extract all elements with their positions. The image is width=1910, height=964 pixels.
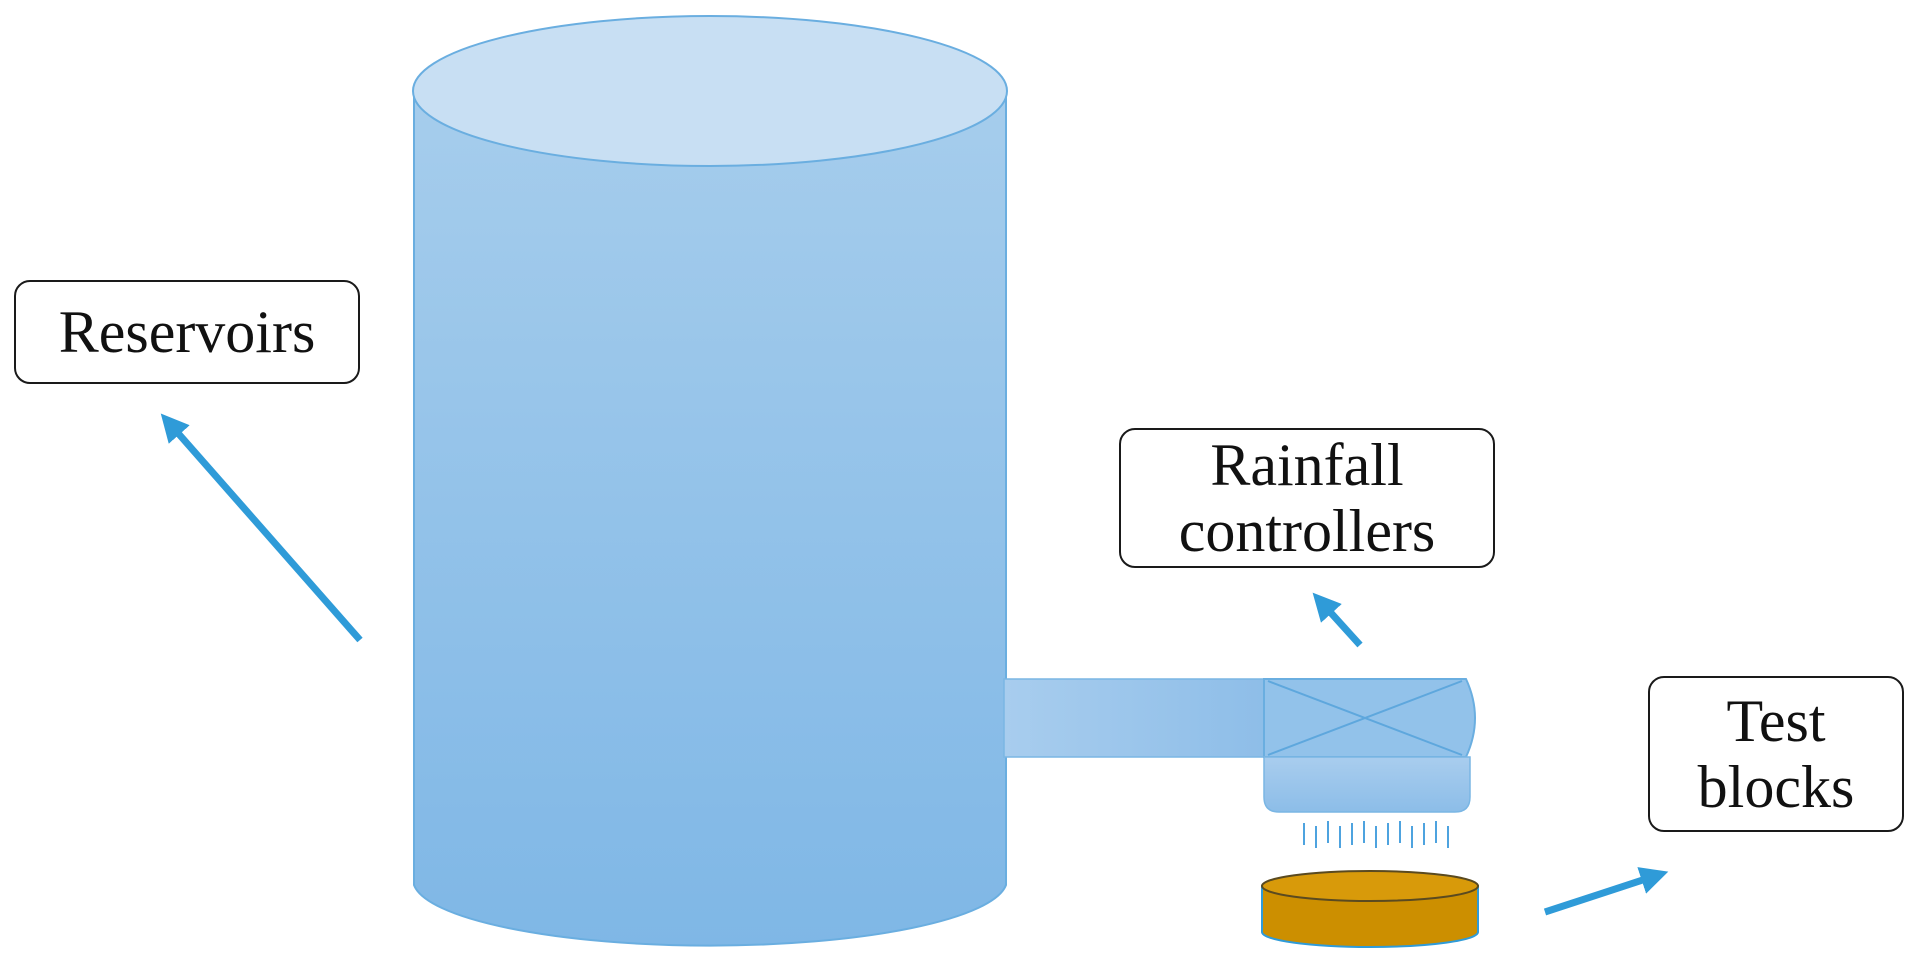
rainfall-controller-valve xyxy=(1263,678,1476,758)
reservoirs-label-text: Reservoirs xyxy=(58,299,316,365)
reservoirs-arrow xyxy=(160,413,363,643)
sprinkler-head xyxy=(1263,756,1471,813)
reservoirs-label: Reservoirs xyxy=(14,280,360,384)
rainfall-label-line2: controllers xyxy=(1178,498,1436,564)
test-block xyxy=(1261,870,1479,948)
rainfall-controllers-arrow xyxy=(1312,592,1363,648)
tank-body xyxy=(413,89,1007,947)
rainfall-controllers-label: Rainfall controllers xyxy=(1119,428,1495,568)
test-blocks-arrow xyxy=(1543,867,1669,916)
test-label-line1: Test xyxy=(1726,688,1826,754)
supply-pipe xyxy=(1003,678,1275,758)
test-label-line2: blocks xyxy=(1697,754,1855,820)
reservoir-tank xyxy=(412,15,1008,947)
test-blocks-label: Test blocks xyxy=(1648,676,1904,832)
rain-drops xyxy=(1303,821,1449,848)
tank-top xyxy=(412,15,1008,167)
rainfall-label-line1: Rainfall xyxy=(1210,432,1404,498)
